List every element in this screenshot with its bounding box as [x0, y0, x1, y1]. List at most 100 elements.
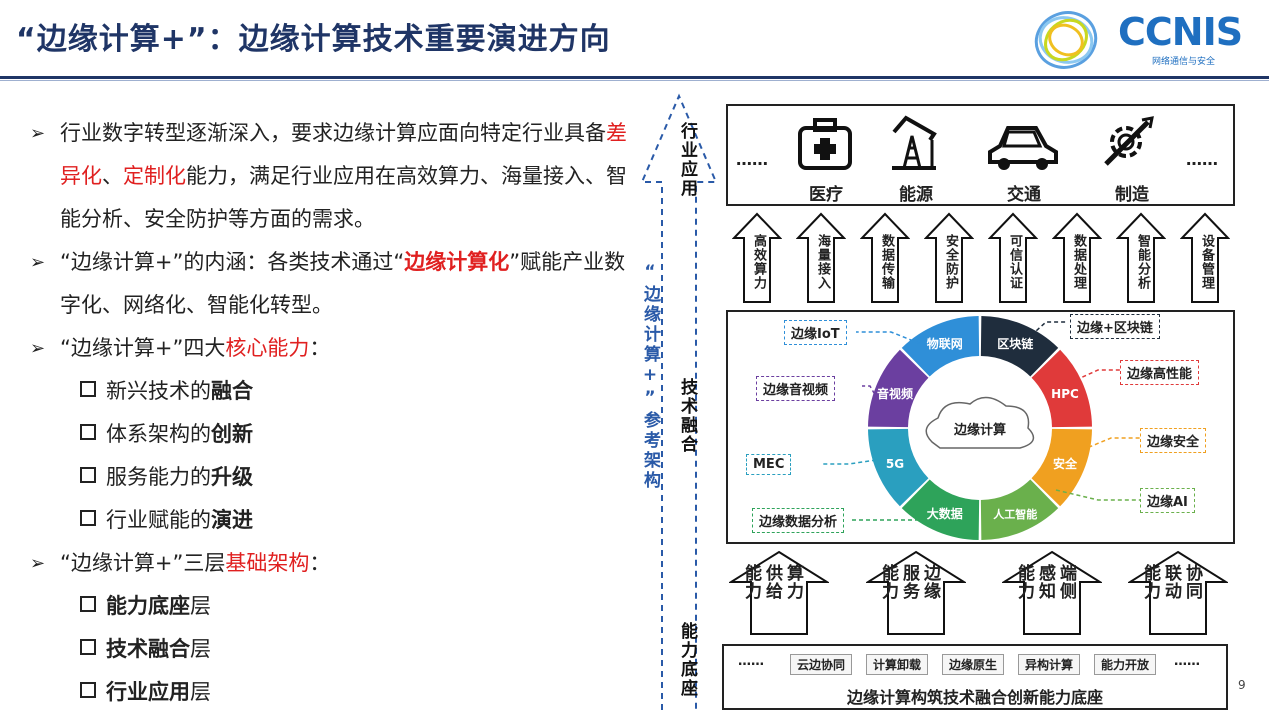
logo-text: CCNIS	[1118, 10, 1243, 54]
ring-segment-label: 5G	[886, 457, 904, 471]
core-item: 行业赋能的演进	[30, 499, 640, 542]
feature-label: 设备管理	[1199, 234, 1214, 290]
square-bullet-icon	[80, 424, 96, 440]
base-item-native: 边缘原生	[942, 654, 1005, 675]
tag-connector	[1055, 489, 1140, 501]
car-icon	[988, 126, 1058, 170]
feature-arrow: 设备管理	[1179, 212, 1231, 308]
ring-segment-label: 人工智能	[993, 507, 1037, 521]
capability-arrow: 算力供给能力	[727, 550, 831, 640]
center-label: 边缘计算	[953, 422, 1006, 438]
app-label-energy: 能源	[899, 185, 933, 205]
bullet-meaning: ➢ “边缘计算+”的内涵：各类技术通过“边缘计算化”赋能产业数字化、网络化、智能…	[30, 241, 640, 327]
feature-arrow: 高效算力	[731, 212, 783, 308]
ccnis-logo-icon	[1034, 11, 1098, 69]
tag-connector	[822, 459, 877, 465]
layer-item: 行业应用层	[30, 671, 640, 714]
logo-subtitle: 网络通信与安全	[1152, 57, 1216, 67]
arrow-bullet-icon: ➢	[30, 553, 46, 574]
ring-segment	[980, 316, 1059, 377]
feature-label: 高效算力	[751, 234, 766, 290]
ring-segment	[901, 479, 980, 540]
tag-edge-av: 边缘音视频	[756, 376, 836, 401]
tag-connector	[1025, 321, 1066, 341]
page-number: 9	[1238, 678, 1246, 692]
bullet-core: ➢ “边缘计算+”四大核心能力：	[30, 327, 640, 370]
capability-label: 边缘服务能力	[878, 564, 940, 600]
feature-label: 智能分析	[1135, 234, 1150, 290]
feature-arrow: 数据处理	[1051, 212, 1103, 308]
layer-label-app: 行业应用	[677, 122, 697, 198]
base-item-open: 能力开放	[1094, 654, 1157, 675]
bullet-industry: ➢ 行业数字转型逐渐深入，要求边缘计算应面向特定行业具备差异化、定制化能力，满足…	[30, 112, 640, 241]
ring-segment	[868, 349, 929, 428]
capability-label-line: 能力	[741, 564, 761, 600]
capability-label-line: 感知	[1035, 564, 1055, 600]
capability-arrow: 协同联动能力	[1126, 550, 1230, 640]
ring-segment	[868, 428, 929, 507]
capability-arrow: 边缘服务能力	[864, 550, 968, 640]
capability-label-line: 联动	[1161, 564, 1181, 600]
tag-connector	[856, 331, 927, 347]
app-label-traffic: 交通	[1007, 185, 1041, 205]
app-label-manufacturing: 制造	[1115, 185, 1149, 205]
feature-label: 海量接入	[815, 234, 830, 290]
capability-label: 端侧感知能力	[1014, 564, 1076, 600]
layer-label-tech: 技术融合	[677, 378, 697, 454]
square-bullet-icon	[80, 510, 96, 526]
tag-mec: MEC	[746, 454, 792, 475]
square-bullet-icon	[80, 467, 96, 483]
tag-edge-blockchain: 边缘+区块链	[1070, 314, 1160, 339]
capability-label-line: 能力	[1014, 564, 1034, 600]
ring-segment-label: 大数据	[927, 506, 963, 521]
layer-item: 能力底座层	[30, 585, 640, 628]
medical-kit-icon	[798, 118, 852, 170]
feature-arrow: 智能分析	[1115, 212, 1167, 308]
square-bullet-icon	[80, 682, 96, 698]
capability-label-line: 服务	[899, 564, 919, 600]
gear-wrench-icon	[1104, 116, 1154, 166]
app-label-medical: 医疗	[809, 185, 843, 205]
tag-edge-security: 边缘安全	[1140, 428, 1207, 453]
ellipsis-left: ……	[736, 150, 768, 169]
capability-label-line: 能力	[1140, 564, 1160, 600]
tag-edge-iot: 边缘IoT	[784, 320, 847, 345]
capability-label-line: 算力	[783, 564, 803, 600]
capability-label-line: 协同	[1182, 564, 1202, 600]
capability-label-line: 供给	[762, 564, 782, 600]
capability-label: 算力供给能力	[741, 564, 803, 600]
base-item-heterogeneous: 异构计算	[1018, 654, 1081, 675]
cloud-icon	[925, 396, 1035, 449]
feature-label: 可信认证	[1007, 234, 1022, 290]
title-divider	[0, 76, 1269, 79]
tag-connector	[862, 385, 879, 401]
capability-label-line: 边缘	[920, 564, 940, 600]
square-bullet-icon	[80, 596, 96, 612]
ring-segment	[980, 479, 1059, 540]
feature-label: 安全防护	[943, 234, 958, 290]
ring-segment-label: 区块链	[997, 336, 1034, 351]
bullet-layers: ➢ “边缘计算+”三层基础架构：	[30, 542, 640, 585]
page-title: “边缘计算+”：边缘计算技术重要演进方向	[16, 22, 611, 57]
title-divider-thin	[0, 80, 1269, 81]
ring-segment-label: 安全	[1053, 456, 1078, 471]
feature-arrow: 可信认证	[987, 212, 1039, 308]
ring-segment	[901, 316, 980, 377]
ring-segment	[1031, 428, 1092, 507]
ring-segment	[1031, 349, 1092, 428]
tag-edge-hpc: 边缘高性能	[1120, 360, 1200, 385]
feature-arrow: 数据传输	[859, 212, 911, 308]
oil-pump-icon	[892, 115, 937, 170]
square-bullet-icon	[80, 381, 96, 397]
square-bullet-icon	[80, 639, 96, 655]
feature-label: 数据处理	[1071, 234, 1086, 290]
feature-arrow: 安全防护	[923, 212, 975, 308]
ellipsis-right: ……	[1186, 150, 1218, 169]
base-title: 边缘计算构筑技术融合创新能力底座	[846, 688, 1103, 707]
ring-segment-label: HPC	[1051, 387, 1079, 401]
base-item-offload: 计算卸载	[866, 654, 929, 675]
base-ellipsis-left: ……	[738, 654, 764, 669]
reference-arch-label: “边缘计算+”参考架构	[640, 262, 660, 491]
ring-segment-label: 音视频	[877, 386, 913, 401]
capability-arrow: 端侧感知能力	[1000, 550, 1104, 640]
